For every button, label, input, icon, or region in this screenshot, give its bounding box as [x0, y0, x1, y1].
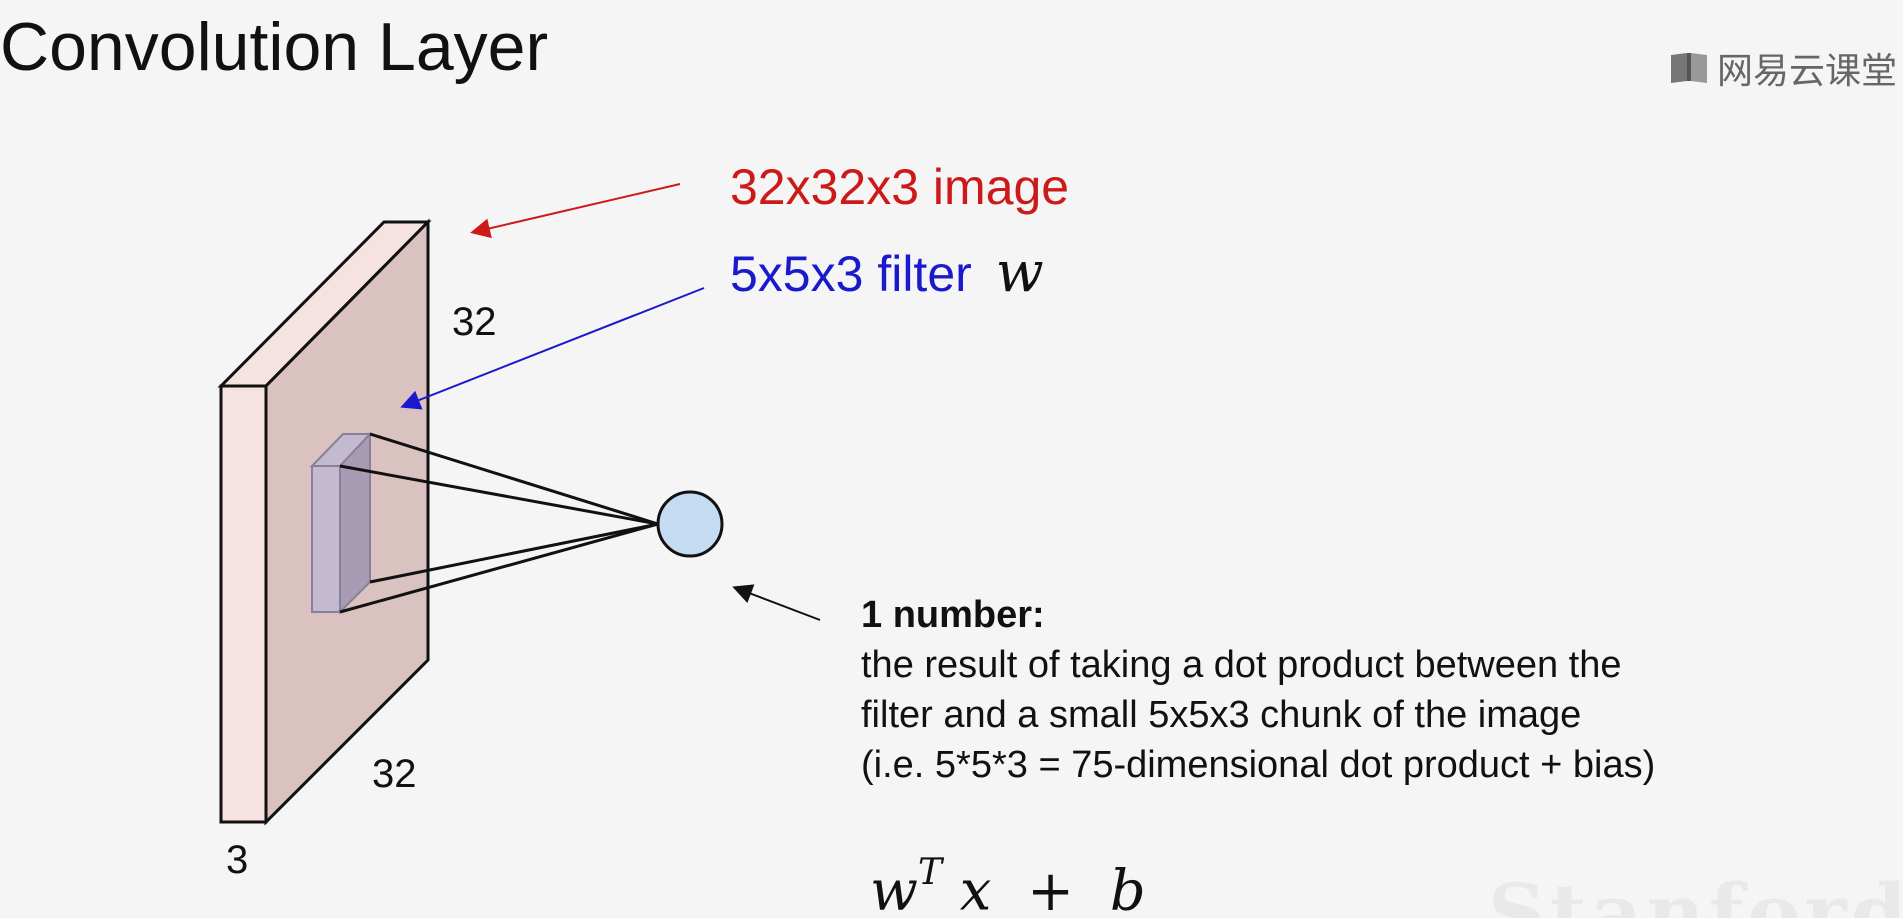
book-icon — [1669, 51, 1709, 85]
connection-line — [339, 464, 659, 526]
watermark: 网易云课堂 — [1669, 42, 1897, 94]
connection-line — [369, 432, 659, 526]
explanation-line: filter and a small 5x5x3 chunk of the im… — [861, 694, 1582, 736]
formula-b: b — [1109, 858, 1146, 918]
filter-arrow — [400, 287, 705, 410]
output-neuron — [656, 490, 724, 558]
stanford-watermark: Stanford — [1488, 866, 1903, 918]
formula-w: w — [870, 858, 918, 918]
watermark-text: 网易云课堂 — [1716, 51, 1897, 92]
connection-line — [339, 522, 659, 614]
filter-left — [311, 465, 341, 613]
result-arrow — [732, 584, 821, 621]
formula-plus: + — [1027, 858, 1075, 918]
image-arrow — [470, 183, 681, 239]
formula: wT x + b — [870, 852, 1146, 918]
filter-variable: w — [995, 240, 1044, 305]
image-label: 32x32x3 image — [730, 159, 1070, 215]
filter-label-row: 5x5x3 filter w — [730, 240, 1044, 305]
formula-transpose: T — [917, 852, 942, 893]
depth-dimension: 3 — [226, 838, 249, 882]
input-volume-depth-face — [219, 384, 268, 824]
connection-line — [369, 522, 659, 584]
slide-title: Convolution Layer — [0, 9, 549, 85]
explanation-text: 1 number: the result of taking a dot pro… — [861, 590, 1655, 790]
explanation-line: the result of taking a dot product betwe… — [861, 644, 1622, 686]
width-dimension: 32 — [372, 752, 417, 796]
formula-x: x — [959, 858, 992, 918]
explanation-line: (i.e. 5*5*3 = 75-dimensional dot product… — [861, 744, 1656, 786]
filter-label: 5x5x3 filter — [730, 246, 972, 302]
explanation-heading: 1 number: — [861, 594, 1045, 636]
height-dimension: 32 — [452, 300, 497, 344]
filter-front — [339, 431, 371, 615]
